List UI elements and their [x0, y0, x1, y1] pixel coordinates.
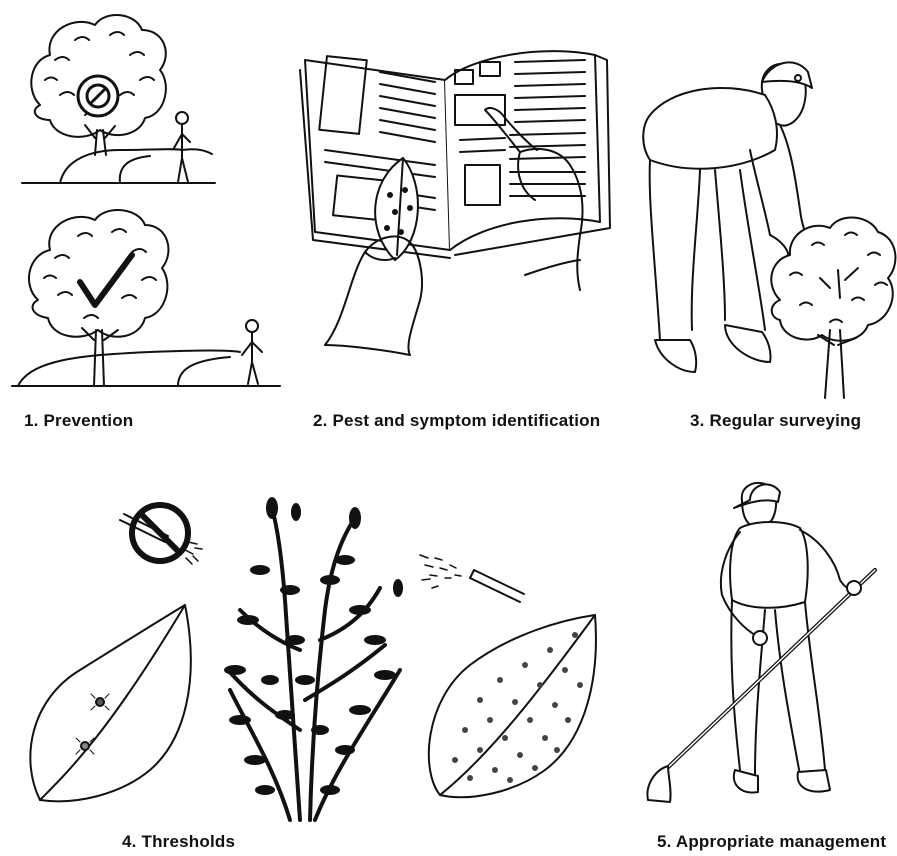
shrub-icon: [771, 217, 895, 398]
panel-management: 5. Appropriate management: [630, 470, 897, 856]
caption-thresholds: 4. Thresholds: [122, 832, 235, 852]
caption-surveying: 3. Regular surveying: [690, 411, 861, 431]
panel-surveying: 3. Regular surveying: [630, 0, 897, 440]
tree-approved-icon: [12, 210, 280, 386]
no-spray-icon: [120, 505, 202, 564]
man-with-hoe-icon: [647, 483, 875, 802]
caption-prevention: 1. Prevention: [24, 411, 133, 431]
tree-prohibited-icon: [22, 15, 215, 183]
prevention-illustration: [0, 0, 290, 400]
panel-identification: 2. Pest and symptom identification: [295, 0, 625, 440]
identification-illustration: [295, 0, 625, 400]
book-leaf-hands-icon: [300, 51, 610, 355]
caption-identification: 2. Pest and symptom identification: [313, 411, 600, 431]
surveying-illustration: [630, 0, 897, 400]
panel-prevention: 1. Prevention: [0, 0, 290, 440]
panel-thresholds: 4. Thresholds: [0, 470, 620, 856]
sprayer-icon: [420, 555, 524, 602]
man-inspecting-shrub-icon: [643, 62, 895, 398]
rose-bush-silhouette-icon: [228, 508, 400, 820]
caption-management: 5. Appropriate management: [657, 832, 886, 852]
management-illustration: [630, 470, 897, 825]
leaf-many-pests-icon: [429, 615, 596, 797]
leaf-few-pests-icon: [30, 605, 190, 801]
thresholds-illustration: [0, 470, 620, 825]
